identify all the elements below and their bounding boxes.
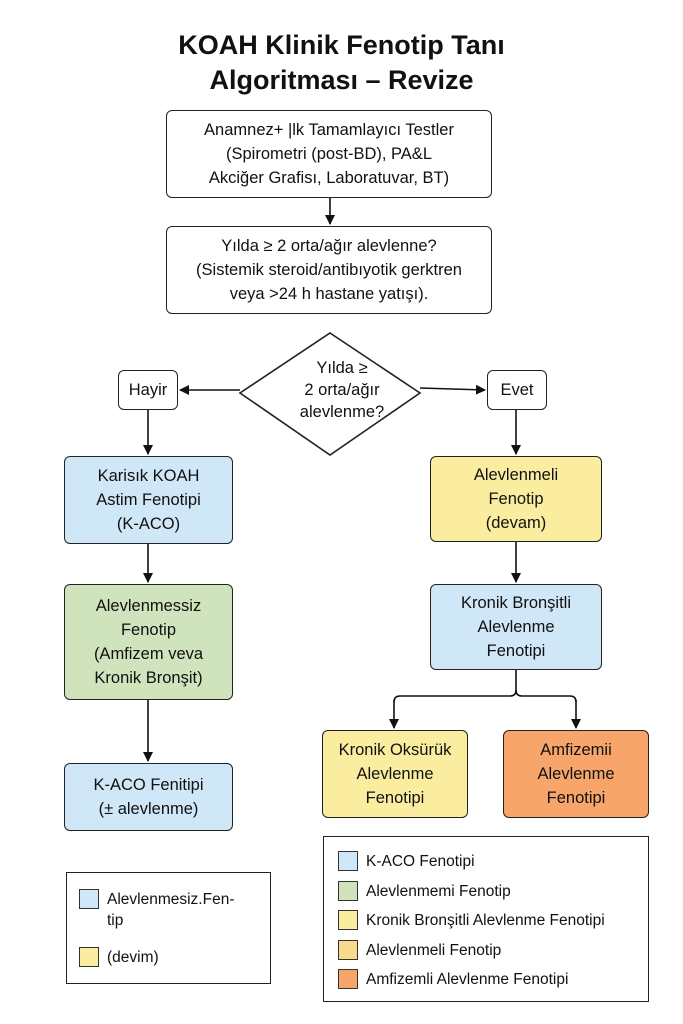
node-hayir: Hayir [118,370,178,410]
legend-label: Amfizemli Alevlenme Fenotipi [366,971,569,988]
legend-swatch [338,940,358,960]
legend-right-item: Alevlenmemi Fenotip [338,881,511,902]
split-connector-right [515,689,577,703]
legend-label: (devim) [107,949,159,966]
legend-left-item: (devim) [79,947,159,968]
node-question: Yılda ≥ 2 orta/ağır alevlenne? (Sistemik… [166,226,492,314]
node-alevlenmessiz-line: Kronik Bronşit) [94,669,203,687]
legend-right: K-ACO Fenotipi Alevlenmemi Fenotip Kroni… [323,836,649,1002]
node-alevlenmeli-line: Fenotip [488,490,544,508]
node-question-line: veya >24 h hastane yatışı). [229,285,429,303]
decision-text-line: 2 orta/ağır [304,381,380,399]
node-kronik-bronsitli-line: Alevlenme [477,618,555,636]
node-kronik-oksuruk-line: Alevlenme [356,765,434,783]
node-kronik-oksuruk: Kronik Oksürük Alevlenme Fenotipi [322,730,468,818]
node-alevlenmessiz-line: (Amfizem veva [93,645,204,663]
node-anamnez-line: (Spirometri (post-BD), PA&L [226,145,432,163]
node-amfizemii-line: Amfizemii [540,741,612,759]
decision-text-line: alevlenme? [299,403,385,421]
node-alevlenmessiz: Alevlenmessiz Fenotip (Amfizem veva Kron… [64,584,233,700]
legend-swatch [338,910,358,930]
node-kaco-line: K-ACO Fenitipi [93,776,204,794]
node-kronik-oksuruk-line: Kronik Oksürük [338,741,452,759]
decision-diamond [238,332,422,456]
node-karisik-koah: Karisık KOAH Astim Fenotipi (K-ACO) [64,456,233,544]
legend-swatch [79,889,99,909]
node-kronik-bronsitli-line: Kronik Bronşitli [460,594,572,612]
node-alevlenmeli: Alevlenmeli Fenotip (devam) [430,456,602,542]
node-kronik-bronsitli: Kronik Bronşitli Alevlenme Fenotipi [430,584,602,670]
title-line-2: Algoritması – Revize [209,65,474,95]
legend-right-item: Kronik Bronşitli Alevlenme Fenotipi [338,910,605,931]
title-line-1: KOAH Klinik Fenotip Tanı [178,30,505,60]
node-kaco-line: (± alevlenme) [98,800,199,818]
node-alevlenmessiz-line: Fenotip [120,621,177,639]
node-anamnez-line: Anamnez+ |lk Tamamlayıcı Testler [204,121,454,139]
legend-swatch [338,851,358,871]
legend-swatch [79,947,99,967]
legend-label: K-ACO Fenotipi [366,853,475,870]
legend-left: Alevlenmesiz.Fen- tip (devim) [66,872,271,984]
diagram-title: KOAH Klinik Fenotip Tanı Algoritması – R… [0,28,683,98]
legend-swatch [338,969,358,989]
legend-right-item: Amfizemli Alevlenme Fenotipi [338,969,568,990]
legend-label: Alevlenmesiz.Fen- tip [107,889,235,931]
node-anamnez-line: Akciğer Grafisı, Laboratuvar, BT) [208,169,450,187]
node-alevlenmeli-line: Alevlenmeli [473,466,559,484]
node-question-line: (Sistemik steroid/antibıyotik gerktren [196,261,462,279]
legend-label-line: Alevlenmesiz.Fen- [107,891,235,908]
node-evet-label: Evet [500,381,534,399]
legend-left-item: Alevlenmesiz.Fen- tip [79,889,235,931]
arrow-decision-to-evet [419,384,486,395]
node-question-line: Yılda ≥ 2 orta/ağır alevlenne? [221,237,437,255]
node-evet: Evet [487,370,547,410]
node-anamnez: Anamnez+ |lk Tamamlayıcı Testler (Spirom… [166,110,492,198]
legend-label-line: tip [107,912,124,929]
node-alevlenmeli-line: (devam) [485,514,547,532]
legend-label: Alevlenmemi Fenotip [366,883,511,900]
decision-text: Yılda ≥ 2 orta/ağır alevlenme? [262,357,422,423]
legend-swatch [338,881,358,901]
legend-label: Alevlenmeli Fenotip [366,942,502,959]
node-alevlenmessiz-line: Alevlenmessiz [95,597,202,615]
legend-right-item: K-ACO Fenotipi [338,851,475,872]
node-amfizemii-line: Alevlenme [537,765,615,783]
legend-label: Kronik Bronşitli Alevlenme Fenotipi [366,912,605,929]
node-kaco-fenitipi: K-ACO Fenitipi (± alevlenme) [64,763,233,831]
node-karisik-line: (K-ACO) [116,515,181,533]
decision-text-line: Yılda ≥ [316,359,368,377]
split-connector [393,670,517,703]
node-karisik-line: Astim Fenotipi [96,491,201,509]
node-kronik-bronsitli-line: Fenotipi [486,642,546,660]
node-amfizemii-line: Fenotipi [546,789,606,807]
node-amfizemii: Amfizemii Alevlenme Fenotipi [503,730,649,818]
node-karisik-line: Karisık KOAH [97,467,200,485]
node-hayir-label: Hayir [128,381,168,399]
node-kronik-oksuruk-line: Fenotipi [365,789,425,807]
legend-right-item: Alevlenmeli Fenotip [338,940,501,961]
